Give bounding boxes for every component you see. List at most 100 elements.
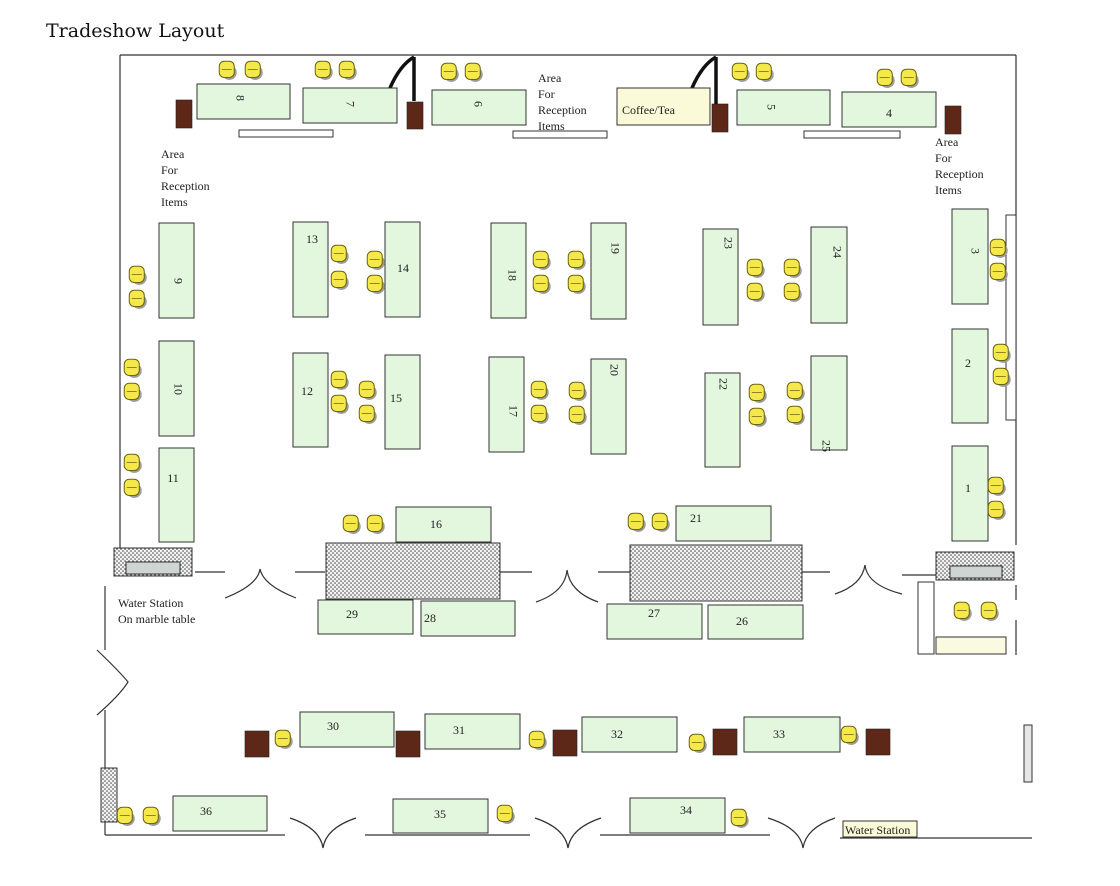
chair-46 bbox=[987, 500, 1007, 520]
water-station-bottom-label: Water Station bbox=[845, 823, 910, 837]
table-label-30: 30 bbox=[327, 719, 339, 733]
table-label-21: 21 bbox=[690, 511, 702, 525]
table-label-16: 16 bbox=[430, 517, 442, 531]
svg-text:Items: Items bbox=[935, 183, 962, 197]
chair-60 bbox=[730, 808, 750, 828]
svg-text:For: For bbox=[538, 87, 555, 101]
table-label-7: 7 bbox=[343, 101, 357, 107]
shelves bbox=[238, 129, 1033, 783]
table-label-6: 6 bbox=[471, 101, 485, 107]
table-label-15: 15 bbox=[390, 391, 402, 405]
chair-34 bbox=[746, 282, 766, 302]
chair-2 bbox=[244, 60, 264, 80]
coffee-tea-label: Coffee/Tea bbox=[622, 103, 676, 117]
chair-6 bbox=[464, 62, 484, 82]
page-title: Tradeshow Layout bbox=[46, 20, 225, 42]
table-label-32: 32 bbox=[611, 727, 623, 741]
table-label-29: 29 bbox=[346, 607, 358, 621]
table-label-23: 23 bbox=[721, 237, 735, 249]
chair-17 bbox=[330, 244, 350, 264]
chair-39 bbox=[786, 381, 806, 401]
chair-54 bbox=[528, 730, 548, 750]
chair-33 bbox=[746, 258, 766, 278]
chair-49 bbox=[627, 512, 647, 532]
table-label-12: 12 bbox=[301, 384, 313, 398]
table-label-10: 10 bbox=[171, 383, 185, 395]
chair-9 bbox=[876, 68, 896, 88]
svg-text:Area: Area bbox=[935, 135, 959, 149]
table-label-17: 17 bbox=[506, 405, 520, 417]
svg-text:Water Station: Water Station bbox=[118, 596, 183, 610]
table-label-28: 28 bbox=[424, 611, 436, 625]
table-label-26: 26 bbox=[736, 614, 748, 628]
chair-35 bbox=[783, 258, 803, 278]
chair-50 bbox=[651, 512, 671, 532]
water-station-left-label: Water Station On marble table bbox=[118, 596, 195, 626]
chair-13 bbox=[123, 358, 143, 378]
chair-26 bbox=[532, 274, 552, 294]
table-label-35: 35 bbox=[434, 807, 446, 821]
table-shapes bbox=[158, 83, 989, 838]
table-label-13: 13 bbox=[306, 232, 318, 246]
marble-tables bbox=[100, 542, 1015, 823]
table-label-18: 18 bbox=[505, 269, 519, 281]
table-label-31: 31 bbox=[453, 723, 465, 737]
table-label-25: 25 bbox=[819, 440, 833, 452]
table-label-9: 9 bbox=[171, 278, 185, 284]
easels bbox=[388, 55, 718, 104]
table-label-33: 33 bbox=[773, 727, 785, 741]
svg-text:Items: Items bbox=[538, 119, 565, 133]
chair-1 bbox=[218, 60, 238, 80]
chair-44 bbox=[992, 367, 1012, 387]
chair-4 bbox=[338, 60, 358, 80]
chair-31 bbox=[568, 381, 588, 401]
chair-45 bbox=[987, 476, 1007, 496]
table-label-22: 22 bbox=[716, 378, 730, 390]
chair-32 bbox=[568, 405, 588, 425]
chair-21 bbox=[330, 370, 350, 390]
walls bbox=[104, 54, 1032, 839]
svg-text:On marble table: On marble table bbox=[118, 612, 195, 626]
table-label-1: 1 bbox=[965, 481, 971, 495]
chair-47 bbox=[342, 514, 362, 534]
doors bbox=[96, 564, 903, 849]
reception-area-top: Area For Reception Items bbox=[538, 71, 587, 133]
reception-area-left: Area For Reception Items bbox=[161, 147, 210, 209]
chair-28 bbox=[567, 274, 587, 294]
table-label-19: 19 bbox=[608, 242, 622, 254]
chair-7 bbox=[731, 62, 751, 82]
chair-14 bbox=[123, 382, 143, 402]
chair-48 bbox=[366, 514, 386, 534]
chair-10 bbox=[900, 68, 920, 88]
table-label-4: 4 bbox=[886, 106, 892, 120]
chair-41 bbox=[989, 238, 1009, 258]
table-label-27: 27 bbox=[648, 606, 660, 620]
chair-3 bbox=[314, 60, 334, 80]
chair-56 bbox=[840, 725, 860, 745]
svg-text:For: For bbox=[161, 163, 178, 177]
svg-text:Items: Items bbox=[161, 195, 188, 209]
chair-15 bbox=[123, 453, 143, 473]
chair-20 bbox=[366, 274, 386, 294]
chairs bbox=[116, 60, 1012, 828]
chair-51 bbox=[953, 601, 973, 621]
table-labels: 1234567891011121314151617181920212223242… bbox=[167, 95, 982, 821]
table-label-34: 34 bbox=[680, 803, 692, 817]
svg-text:Reception: Reception bbox=[935, 167, 984, 181]
chair-11 bbox=[128, 265, 148, 285]
chair-40 bbox=[786, 405, 806, 425]
table-label-20: 20 bbox=[607, 364, 621, 376]
chair-57 bbox=[116, 806, 136, 826]
chair-25 bbox=[532, 250, 552, 270]
chair-36 bbox=[783, 282, 803, 302]
svg-text:Reception: Reception bbox=[538, 103, 587, 117]
chair-5 bbox=[440, 62, 460, 82]
svg-text:Reception: Reception bbox=[161, 179, 210, 193]
chair-38 bbox=[748, 407, 768, 427]
chair-42 bbox=[989, 262, 1009, 282]
chair-24 bbox=[358, 404, 378, 424]
table-label-11: 11 bbox=[167, 471, 179, 485]
chair-58 bbox=[142, 806, 162, 826]
table-label-3: 3 bbox=[968, 248, 982, 254]
